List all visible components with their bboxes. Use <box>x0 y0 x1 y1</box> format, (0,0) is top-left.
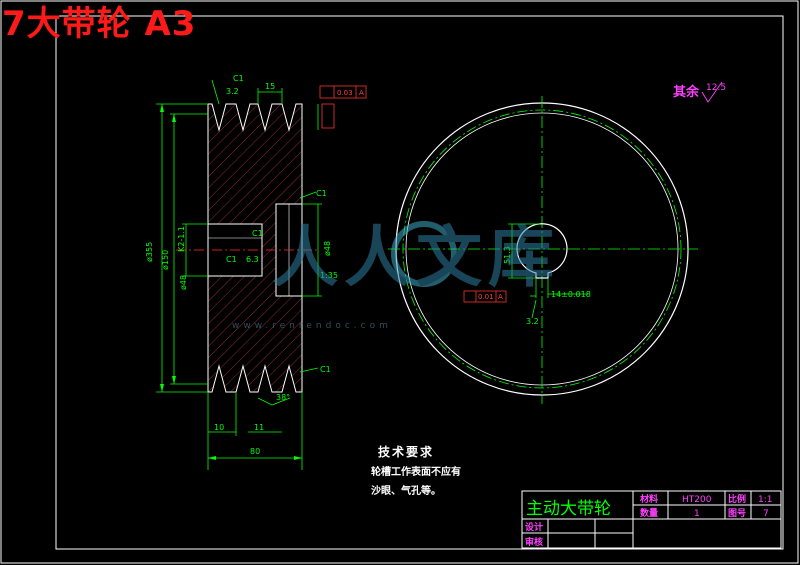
roughness-key: 3.2 <box>526 317 539 326</box>
inner-frame <box>55 15 784 550</box>
dim-pitch: 15 <box>265 82 275 91</box>
dim-edge: 10 <box>214 423 224 432</box>
dim-inner-dia: ø150 <box>161 250 170 270</box>
dim-chamfer-3: C1 <box>320 365 331 374</box>
title-designer-label: 设计 <box>525 521 543 533</box>
title-quantity-label: 数量 <box>640 507 658 519</box>
title-scale: 1:1 <box>758 495 772 505</box>
title-block: 主动大带轮 材料 数量 比例 图号 设计 审核 HT200 1 1:1 7 <box>521 490 782 549</box>
title-scale-label: 比例 <box>728 493 746 505</box>
dim-bore-dia: ø48 <box>179 275 188 290</box>
dim-groove-top: 11 <box>254 423 264 432</box>
bore-keyway <box>516 223 568 279</box>
dim-chamfer-4: C1 <box>252 229 263 238</box>
dim-chamfer-5: C1 <box>226 255 237 264</box>
dim-chamfer-2: C1 <box>316 189 327 198</box>
dim-outer-dia: ø355 <box>145 242 154 262</box>
dim-keyway-depth: 51.3 <box>503 246 512 264</box>
watermark: 人人文库 www.renrendoc.com <box>232 219 560 331</box>
dim-chamfer-1: C1 <box>233 74 244 83</box>
watermark-url: www.renrendoc.com <box>232 321 392 331</box>
front-view: 51.3 14±0.018 3.2 0.01 A <box>388 96 698 404</box>
dim-rt: K2-1.1 <box>177 226 186 252</box>
title-reviewer-label: 审核 <box>525 536 543 548</box>
datum-sym: A <box>498 293 503 301</box>
tol-sym: 0.01 <box>478 293 494 301</box>
dim-keyway-width: 14±0.018 <box>551 290 591 299</box>
tech-req-heading: 技术要求 <box>378 444 434 459</box>
tech-requirements: 技术要求 轮槽工作表面不应有 沙眼、气孔等。 <box>371 444 461 497</box>
datum-top: A <box>359 89 364 97</box>
section-view: ø355 ø150 ø48 K2-1.1 15 10 11 38° 80 1:3… <box>145 74 367 470</box>
tol-runout-top: 0.03 <box>337 89 353 97</box>
watermark-text: 人人文库 <box>272 219 560 296</box>
dim-total-width: 80 <box>250 447 260 456</box>
title-material-label: 材料 <box>639 493 658 505</box>
roughness-other: 其余 12.5 <box>673 81 726 103</box>
roughness-other-label: 其余 <box>673 84 700 100</box>
drawing-title: 7大带轮 A3 <box>2 4 197 44</box>
title-drawing-no-label: 图号 <box>728 508 746 519</box>
title-drawing-no: 7 <box>763 509 769 519</box>
title-part-name: 主动大带轮 <box>526 499 611 519</box>
dim-hub-len: 1:35 <box>320 271 338 280</box>
dim-groove-angle: 38° <box>276 393 290 402</box>
tech-req-line2: 沙眼、气孔等。 <box>371 484 441 497</box>
roughness-other-value: 12.5 <box>706 83 726 93</box>
roughness-a: 6.3 <box>246 255 259 264</box>
roughness-b: 3.2 <box>226 87 239 96</box>
title-quantity: 1 <box>694 509 700 519</box>
tech-req-line1: 轮槽工作表面不应有 <box>371 465 461 478</box>
title-material: HT200 <box>682 495 712 505</box>
dim-hub-dia: ø48 <box>323 241 332 256</box>
